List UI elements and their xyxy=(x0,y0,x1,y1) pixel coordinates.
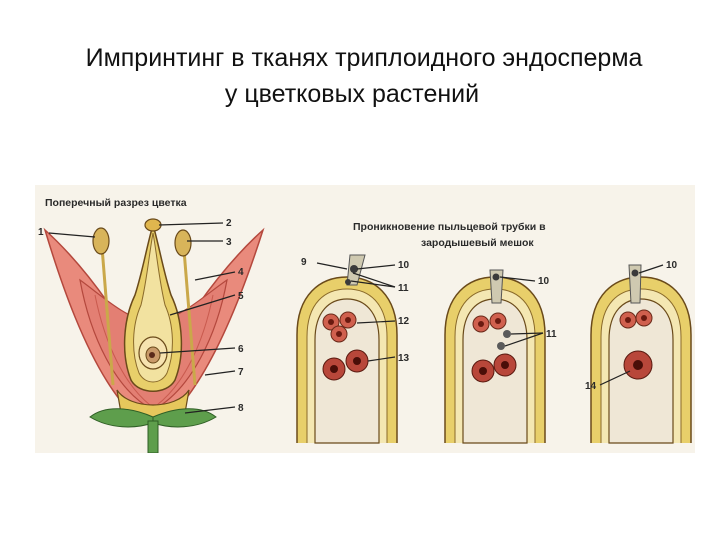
embryo-sac-stage-3 xyxy=(591,265,691,443)
label-13: 13 xyxy=(398,353,410,364)
slide-title-line-2: у цветковых растений xyxy=(0,79,712,109)
slide-title-line-1: Импринтинг в тканях триплоидного эндоспе… xyxy=(4,43,720,73)
label-3: 3 xyxy=(226,237,232,248)
label-14: 14 xyxy=(585,381,597,392)
label-11-stage-1: 11 xyxy=(398,283,409,294)
label-9: 9 xyxy=(301,257,307,268)
pollen-tube-caption-line-2: зародышевый мешок xyxy=(421,237,534,249)
label-7: 7 xyxy=(238,367,244,378)
right-anther xyxy=(175,230,191,256)
stigma xyxy=(145,219,161,231)
flower-diagram-figure: Поперечный разрез цветка xyxy=(35,185,695,453)
flower-section-caption: Поперечный разрез цветка xyxy=(45,197,187,209)
label-6: 6 xyxy=(238,344,244,355)
label-4: 4 xyxy=(238,267,244,278)
pollen-tube-caption-line-1: Проникновение пыльцевой трубки в xyxy=(353,221,546,233)
flower-stem xyxy=(148,421,158,453)
embryo-sac-stage-2 xyxy=(445,270,545,443)
label-10-stage-2: 10 xyxy=(538,276,550,287)
label-12: 12 xyxy=(398,316,410,327)
flower-cross-section xyxy=(45,219,263,453)
label-10-stage-3: 10 xyxy=(666,260,678,271)
label-1: 1 xyxy=(38,227,44,238)
label-5: 5 xyxy=(238,291,244,302)
embryo-sac-nucleus xyxy=(149,352,155,358)
label-10-stage-1: 10 xyxy=(398,260,410,271)
label-2: 2 xyxy=(226,218,232,229)
label-8: 8 xyxy=(238,403,244,414)
diagram-svg: Поперечный разрез цветка xyxy=(35,185,695,453)
label-11-stage-2: 11 xyxy=(546,329,557,340)
left-anther xyxy=(93,228,109,254)
